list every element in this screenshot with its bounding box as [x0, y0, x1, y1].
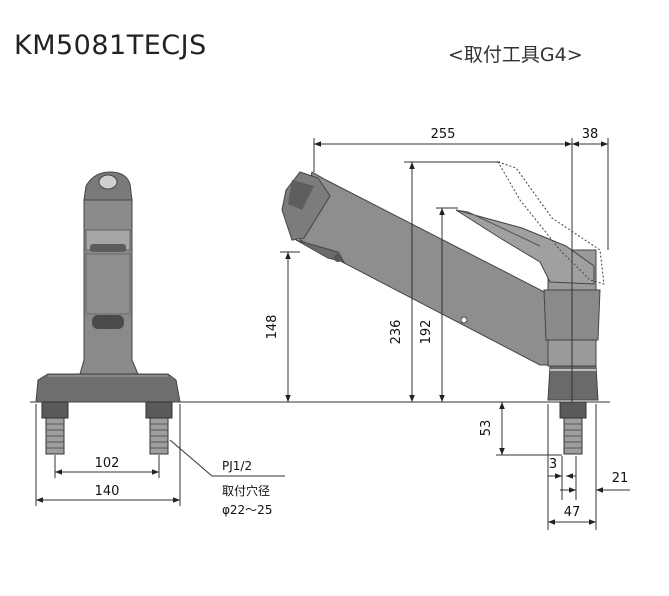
left-shank	[41, 401, 69, 455]
thread-note: PJ1/2 取付穴径 φ22～25	[169, 439, 285, 517]
dim-38: 38	[572, 127, 609, 250]
dim-255: 255	[313, 127, 573, 402]
dim-140-label: 140	[95, 484, 120, 499]
dim-53-label: 53	[479, 420, 494, 437]
thread-label: PJ1/2	[222, 459, 252, 473]
dim-102-label: 102	[95, 456, 120, 471]
dim-255-label: 255	[431, 127, 456, 142]
dim-3-label: 3	[549, 457, 557, 472]
right-shank	[145, 401, 173, 455]
front-view-faucet	[35, 171, 181, 455]
dim-192-label: 192	[419, 320, 434, 345]
hole-label: 取付穴径	[222, 483, 270, 498]
dim-148: 148	[265, 251, 300, 402]
dim-38-label: 38	[582, 127, 599, 142]
side-view-faucet	[281, 161, 605, 455]
dim-236-label: 236	[389, 320, 404, 345]
dim-3: 3	[548, 456, 576, 500]
dim-140: 140	[35, 404, 181, 506]
dim-236: 236	[389, 161, 500, 402]
dim-102: 102	[54, 455, 160, 478]
dim-21-label: 21	[612, 471, 629, 486]
dim-148-label: 148	[265, 315, 280, 340]
dim-53: 53	[479, 402, 562, 456]
dim-47-label: 47	[564, 505, 581, 520]
hole-size-label: φ22～25	[222, 503, 272, 517]
model-title: KM5081TECJS	[14, 30, 207, 61]
dim-47: 47	[547, 404, 596, 530]
dim-21: 21	[560, 404, 630, 530]
dim-192: 192	[419, 207, 458, 402]
fitting-tool-label: <取付工具G4>	[448, 44, 583, 66]
